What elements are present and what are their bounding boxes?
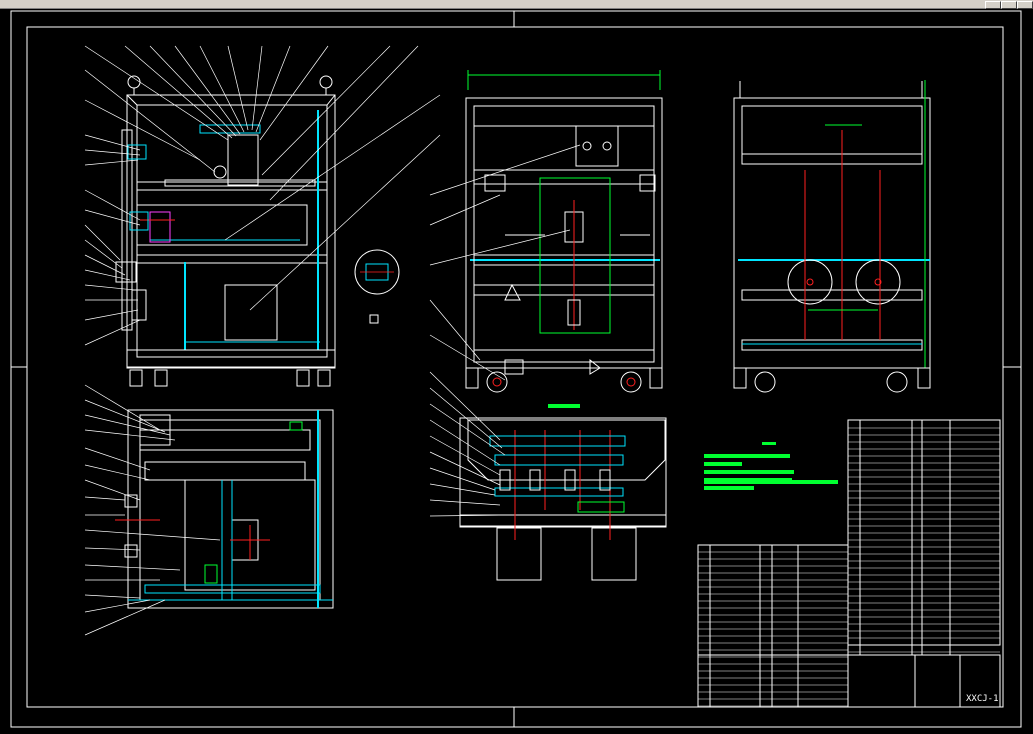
parts-list: [697, 419, 1001, 708]
parts-list-rows: [698, 427, 1000, 707]
drawing-code: XXCJ-1: [966, 694, 999, 704]
section-view-center: [459, 404, 667, 581]
top-view-left: [115, 409, 334, 609]
minimize-button[interactable]: [985, 1, 1001, 9]
leader-lines-center: [429, 144, 581, 381]
leader-lines-top: [84, 384, 221, 636]
leader-lines-front: [84, 45, 441, 346]
front-view-left: [115, 75, 336, 387]
leader-lines-section: [429, 371, 511, 517]
side-view-right: [733, 80, 931, 393]
maximize-button[interactable]: [1001, 1, 1017, 9]
technical-requirements: [704, 442, 838, 490]
sheet-border: [10, 10, 1022, 728]
front-view-center: [465, 70, 663, 393]
window-titlebar: [0, 0, 1033, 9]
detail-circle: [354, 249, 400, 324]
